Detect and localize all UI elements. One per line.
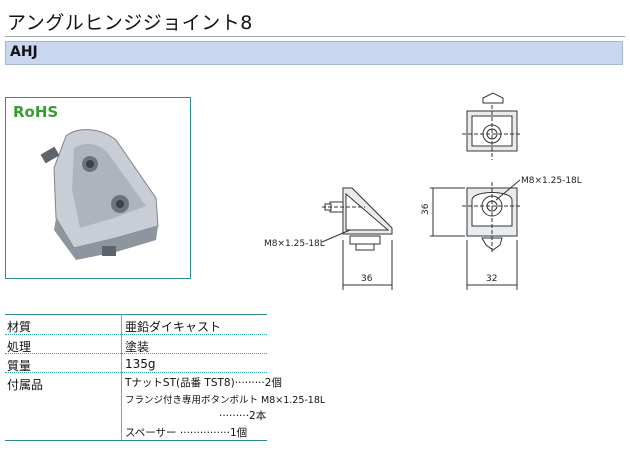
rohs-badge: RoHS (13, 103, 59, 121)
spec-key-material: 材質 (7, 320, 32, 334)
spec-key-weight: 質量 (7, 359, 32, 373)
product-code-bar: AHJ (5, 41, 623, 65)
spec-row-weight: 質量 135g (5, 355, 267, 373)
spec-divider (121, 314, 122, 440)
spec-val-finish: 塗装 (125, 340, 150, 354)
accessory-bolt-qty: ·········2本 (219, 410, 267, 422)
accessory-tnut: TナットST(品番 TST8)·········2個 (125, 377, 282, 389)
accessory-spacer: スペーサー ···············1個 (125, 427, 248, 439)
dim-height-front: 36 (421, 203, 431, 215)
spec-rule (5, 334, 267, 335)
spec-top-rule (5, 314, 267, 315)
spec-key-finish: 処理 (7, 340, 32, 354)
spec-val-material: 亜鉛ダイキャスト (125, 320, 222, 334)
spec-row-material: 材質 亜鉛ダイキャスト (5, 316, 267, 334)
dim-width-front: 32 (486, 274, 497, 284)
spec-row-finish: 処理 塗装 (5, 336, 267, 354)
spec-row-accessories: 付属品 (5, 374, 267, 392)
page-title: アングルヒンジジョイント8 (7, 12, 253, 34)
thread-label-top: M8×1.25-18L (521, 176, 582, 186)
spec-val-weight: 135g (125, 357, 156, 371)
accessory-bolt: フランジ付き専用ボタンボルト M8×1.25-18L (125, 395, 326, 406)
product-photo-box: RoHS (5, 97, 191, 279)
spec-rule (5, 372, 267, 373)
spec-key-accessories: 付属品 (7, 378, 44, 392)
dim-width-side: 36 (361, 274, 373, 284)
spec-rule (5, 353, 267, 354)
thread-label-side: M8×1.25-18L (264, 239, 325, 249)
title-rule (5, 36, 625, 37)
product-photo (40, 129, 159, 260)
product-code: AHJ (10, 44, 38, 60)
spec-bottom-rule (5, 440, 267, 441)
